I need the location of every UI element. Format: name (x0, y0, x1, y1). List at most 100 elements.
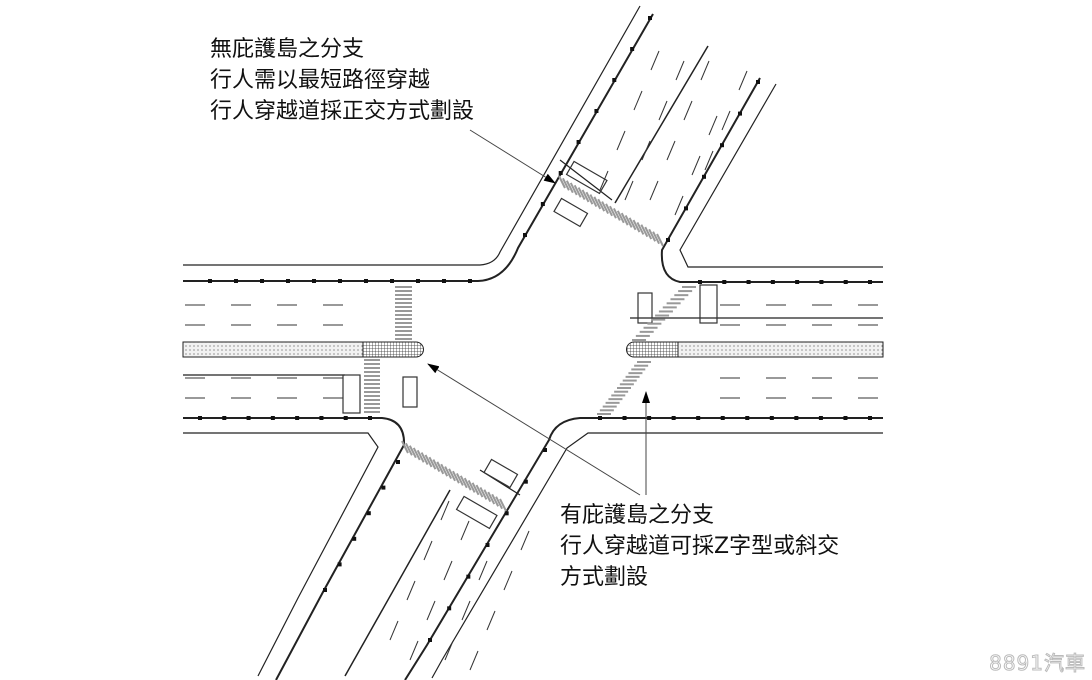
crosswalk-stripe (640, 224, 649, 238)
curb-post (396, 460, 400, 464)
crosswalk-stripe (562, 177, 570, 191)
lane-dash (461, 600, 471, 621)
curb-post (523, 233, 527, 237)
curb-post (684, 206, 688, 211)
upper-branch-center-line (614, 45, 709, 204)
crosswalk-stripe (401, 440, 409, 454)
right-refuge-island (626, 341, 679, 358)
crosswalk-stripe (471, 482, 480, 496)
crosswalk-stripe (444, 466, 453, 479)
left-bottom-outer-edge (183, 432, 379, 677)
left-median-island (182, 341, 364, 358)
leader-line-bottom-a (427, 363, 641, 496)
crosswalk-stripe (597, 198, 606, 212)
crosswalk-stripe (565, 180, 574, 194)
curb-post (504, 511, 509, 516)
right-bottom-outer-edge (431, 432, 883, 679)
right-top-curb (660, 77, 883, 283)
curb-post (745, 416, 750, 420)
curb-post (466, 574, 471, 579)
curb-post (381, 485, 386, 490)
crosswalk-stripe (624, 214, 633, 228)
lane-dash (443, 560, 453, 581)
waiting-area-box (637, 292, 653, 324)
crosswalk-stripe (652, 231, 660, 245)
lane-dash (423, 540, 433, 561)
crosswalk-stripe (605, 203, 613, 217)
curb-post (868, 280, 872, 284)
curb-post (447, 606, 452, 611)
left-refuge-island (362, 341, 424, 358)
curb-post (770, 280, 775, 284)
curb-post (698, 280, 702, 284)
lane-dash (633, 90, 643, 111)
curb-post (843, 416, 848, 420)
curb-post (647, 416, 652, 420)
lane-dash (674, 195, 684, 216)
curb-post (702, 174, 706, 179)
lane-dash (683, 100, 693, 121)
crosswalk-stripe (440, 463, 449, 477)
curb-post (364, 279, 368, 283)
crosswalk-stripe (491, 493, 500, 507)
curb-post (523, 479, 528, 484)
annotation-line: 行人穿越道可採Z字型或斜交 (560, 534, 840, 559)
pedestrian-signal-box (455, 495, 498, 530)
lane-dash (658, 100, 668, 121)
crosswalk-stripe (656, 233, 664, 247)
lane-dash (666, 140, 676, 161)
curb-post (612, 78, 617, 82)
curb-post (756, 80, 760, 84)
lane-dash (641, 140, 651, 161)
crosswalk-stripe (448, 468, 456, 482)
lane-dash (503, 570, 513, 591)
crosswalk-stripe (609, 205, 617, 219)
curb-post (295, 416, 300, 420)
crosswalk-stripe (467, 479, 476, 493)
crosswalk-stripe (475, 484, 484, 498)
generated-markings (185, 16, 878, 671)
curb-post (286, 279, 290, 283)
curb-post (319, 416, 324, 420)
crosswalk-stripe (620, 212, 629, 226)
lane-dash (708, 115, 718, 136)
curb-post (540, 202, 545, 206)
curb-post (594, 109, 599, 113)
waiting-area-box (483, 458, 519, 489)
left-top-curb (183, 13, 654, 282)
crosswalk-stripe (479, 486, 488, 500)
curb-post (819, 280, 824, 284)
curb-post (428, 638, 432, 642)
pedestrian-signal-box (699, 284, 718, 324)
waiting-area-box (553, 197, 589, 228)
crosswalk-stripe (495, 496, 503, 510)
curb-post (352, 536, 357, 541)
curb-post (485, 543, 490, 547)
curb-post (558, 171, 563, 175)
crosswalk-stripe (569, 182, 578, 196)
right-median-island (677, 341, 884, 358)
crosswalk-stripe (452, 470, 460, 484)
crosswalk-stripe (616, 210, 625, 224)
curb-post (338, 279, 342, 283)
lane-dash (691, 155, 701, 176)
lane-dash (406, 580, 416, 601)
curb-post (222, 416, 227, 420)
curb-post (366, 511, 371, 516)
lane-dash (704, 150, 714, 171)
crosswalk-stripe (577, 187, 586, 201)
lane-dash (478, 560, 488, 581)
right-bottom-curb (404, 417, 883, 680)
left-top-outer-edge (183, 5, 641, 266)
curb-post (696, 416, 701, 420)
crosswalk-stripe (644, 226, 653, 240)
curb-post (368, 416, 372, 420)
right-top-outer-edge (679, 83, 883, 268)
crosswalk-stripe (408, 445, 417, 459)
curb-post (794, 416, 799, 420)
crosswalk-stripe (420, 452, 429, 466)
crosswalk-stripe (632, 219, 641, 233)
leader-line-top (469, 129, 556, 184)
lane-dash (599, 170, 609, 191)
lane-dash (624, 180, 634, 201)
